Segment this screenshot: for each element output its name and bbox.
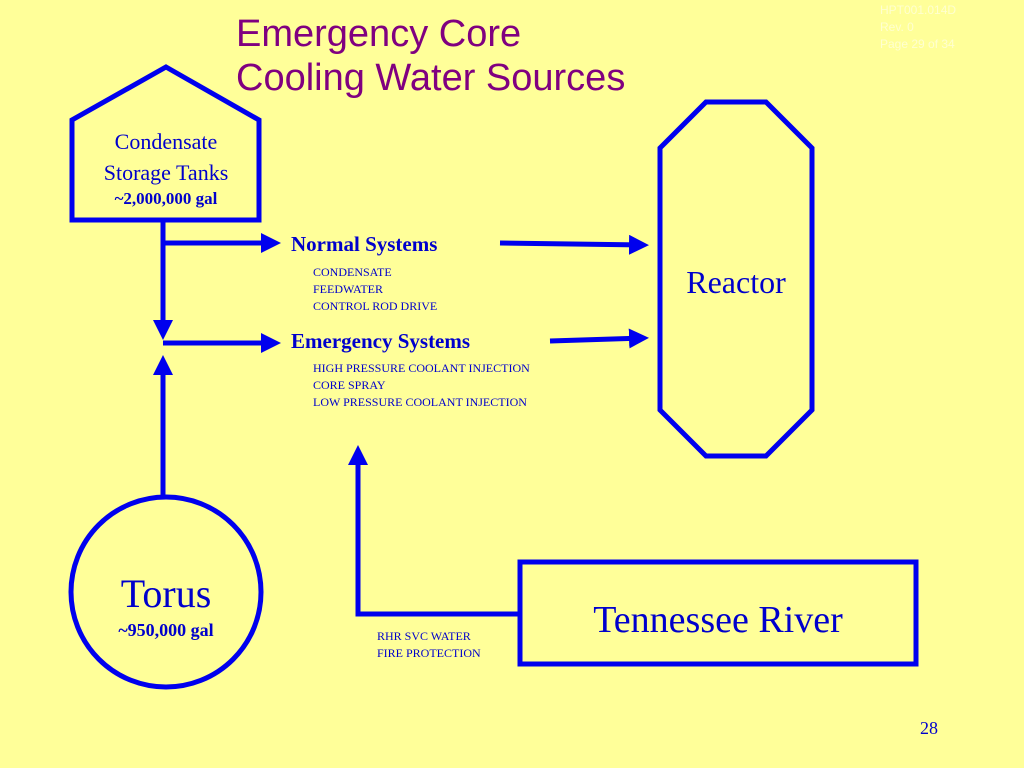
normal-system-item: CONDENSATE (313, 265, 392, 279)
torus-label: Torus ~950,000 gal (72, 570, 260, 642)
emergency-system-item: CORE SPRAY (313, 378, 386, 392)
slide-title: Emergency Core Cooling Water Sources (236, 12, 736, 100)
slide-title-line1: Emergency Core (236, 13, 522, 55)
arrow-river-to-emergency (348, 445, 520, 617)
tank-label-line2: Storage Tanks (103, 160, 229, 185)
doc-page: Page 29 of 34 (880, 37, 955, 51)
normal-system-item: CONTROL ROD DRIVE (313, 299, 438, 313)
emergency-system-item: HIGH PRESSURE COOLANT INJECTION (313, 361, 530, 375)
normal-system-item: FEEDWATER (313, 282, 383, 296)
emergency-systems-heading: Emergency Systems (291, 329, 471, 353)
tennessee-river-label: Tennessee River (593, 599, 843, 641)
tank-volume: ~2,000,000 gal (114, 189, 218, 208)
reactor-shape (657, 99, 815, 459)
document-meta: HPT001.014D Rev. 0 Page 29 of 34 (880, 2, 956, 53)
river-water-uses: RHR SVC WATER FIRE PROTECTION (377, 628, 481, 662)
doc-id: HPT001.014D (880, 3, 957, 17)
tank-label-line1: Condensate (114, 129, 218, 154)
normal-systems-heading: Normal Systems (291, 232, 438, 256)
river-use-item: RHR SVC WATER (377, 629, 471, 643)
river-use-item: FIRE PROTECTION (377, 646, 481, 660)
reactor-label: Reactor (686, 264, 786, 300)
normal-systems-list: CONDENSATE FEEDWATER CONTROL ROD DRIVE (313, 264, 437, 315)
emergency-systems-list: HIGH PRESSURE COOLANT INJECTION CORE SPR… (313, 360, 530, 411)
torus-shape (68, 494, 264, 690)
slide-number: 28 (920, 718, 938, 738)
torus-name: Torus (120, 571, 212, 616)
slide-title-line2: Cooling Water Sources (236, 57, 626, 99)
tennessee-river-box (517, 559, 919, 667)
arrow-emergency-to-reactor (549, 328, 649, 349)
doc-revision: Rev. 0 (880, 20, 914, 34)
emergency-system-item: LOW PRESSURE COOLANT INJECTION (313, 395, 527, 409)
condensate-tank-label: Condensate Storage Tanks ~2,000,000 gal (72, 126, 260, 210)
arrow-normal-to-reactor (499, 234, 649, 255)
torus-volume: ~950,000 gal (118, 620, 214, 640)
